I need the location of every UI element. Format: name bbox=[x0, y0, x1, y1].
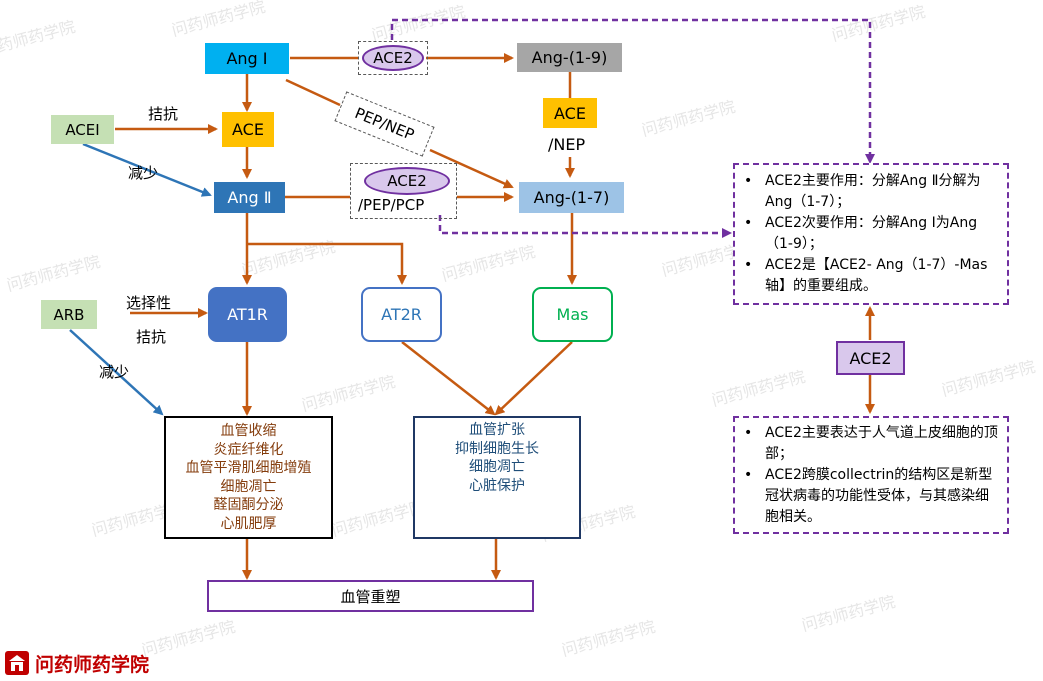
logo-icon bbox=[5, 651, 29, 675]
brand-logo: 问药师药学院 bbox=[4, 650, 149, 676]
arrow-acei-reduce bbox=[82, 142, 212, 197]
note-item: ACE2主要表达于人气道上皮细胞的顶部； bbox=[741, 423, 1001, 465]
arrow-arb-reduce bbox=[69, 329, 164, 416]
arrow-ang2-at2r bbox=[247, 242, 407, 285]
arrow-at2r-effects bbox=[401, 341, 496, 416]
mas-node: Mas bbox=[532, 287, 613, 342]
acei-node: ACEI bbox=[51, 115, 114, 144]
effect-item: 醛固酮分泌 bbox=[213, 497, 284, 513]
ace2-mid-node: ACE2 bbox=[364, 167, 450, 195]
note-item: ACE2是【ACE2- Ang（1-7）-Mas轴】的重要组成。 bbox=[741, 255, 1001, 297]
effect-item: 抑制细胞生长 bbox=[455, 440, 539, 457]
ang2-node: Ang Ⅱ bbox=[214, 182, 285, 213]
effect-item: 炎症纤维化 bbox=[213, 441, 284, 458]
ace2-top-node: ACE2 bbox=[362, 45, 424, 71]
protective-effects-box: 血管扩张 抑制细胞生长 细胞凋亡 心脏保护 bbox=[413, 416, 581, 539]
antagonize-label-2: 拮抗 bbox=[136, 328, 167, 346]
connector-ang1-pep bbox=[285, 78, 341, 107]
effect-item: 心脏保护 bbox=[469, 477, 525, 494]
arrow-pep-ang17 bbox=[429, 148, 514, 189]
reduce-label: 减少 bbox=[128, 164, 159, 182]
note-item: ACE2主要作用：分解Ang Ⅱ分解为Ang（1-7）； bbox=[741, 171, 1001, 213]
antagonize-label: 拮抗 bbox=[148, 105, 179, 123]
at1r-effects-box: 血管收缩 炎症纤维化 血管平滑肌细胞增殖 细胞凋亡 醛固酮分泌 心肌肥厚 bbox=[164, 416, 333, 539]
arb-node: ARB bbox=[41, 300, 97, 329]
vascular-remodeling-node: 血管重塑 bbox=[207, 580, 534, 612]
effect-item: 细胞凋亡 bbox=[469, 459, 525, 475]
arrow-mas-effects bbox=[494, 341, 573, 416]
ang19-node: Ang-(1-9) bbox=[517, 43, 622, 72]
ang1-node: Ang Ⅰ bbox=[205, 43, 289, 74]
pep-pcp-label: /PEP/PCP bbox=[358, 196, 425, 214]
ace-mid-node: ACE bbox=[543, 98, 597, 128]
nep-mid-label: /NEP bbox=[548, 135, 586, 154]
effect-item: 细胞凋亡 bbox=[220, 478, 277, 495]
logo-text: 问药师药学院 bbox=[35, 653, 150, 676]
dashed-link-ace2-notes-top bbox=[390, 18, 875, 164]
note-item: ACE2次要作用：分解Ang Ⅰ为Ang（1-9）； bbox=[741, 213, 1001, 255]
effect-item: 心肌肥厚 bbox=[220, 515, 277, 532]
effect-item: 血管扩张 bbox=[469, 422, 525, 438]
at2r-node: AT2R bbox=[361, 287, 442, 342]
ace2-mid-frame bbox=[350, 163, 457, 219]
ang17-node: Ang-(1-7) bbox=[519, 182, 624, 213]
dashed-link-ace2-notes-mid bbox=[438, 215, 732, 238]
effect-item: 血管收缩 bbox=[220, 423, 277, 439]
ace-node: ACE bbox=[222, 112, 274, 147]
reduce-label-2: 减少 bbox=[99, 363, 130, 381]
effect-item: 血管平滑肌细胞增殖 bbox=[185, 460, 312, 476]
note-item: ACE2跨膜collectrin的结构区是新型冠状病毒的功能性受体，与其感染细胞… bbox=[741, 465, 1001, 528]
ace2-top-frame bbox=[358, 41, 428, 75]
at1r-node: AT1R bbox=[208, 287, 287, 342]
ace2-right-node: ACE2 bbox=[836, 341, 905, 375]
selective-label: 选择性 bbox=[126, 294, 172, 312]
ace2-expression-notes: ACE2主要表达于人气道上皮细胞的顶部； ACE2跨膜collectrin的结构… bbox=[733, 416, 1009, 534]
ace2-function-notes: ACE2主要作用：分解Ang Ⅱ分解为Ang（1-7）； ACE2次要作用：分解… bbox=[733, 163, 1009, 305]
